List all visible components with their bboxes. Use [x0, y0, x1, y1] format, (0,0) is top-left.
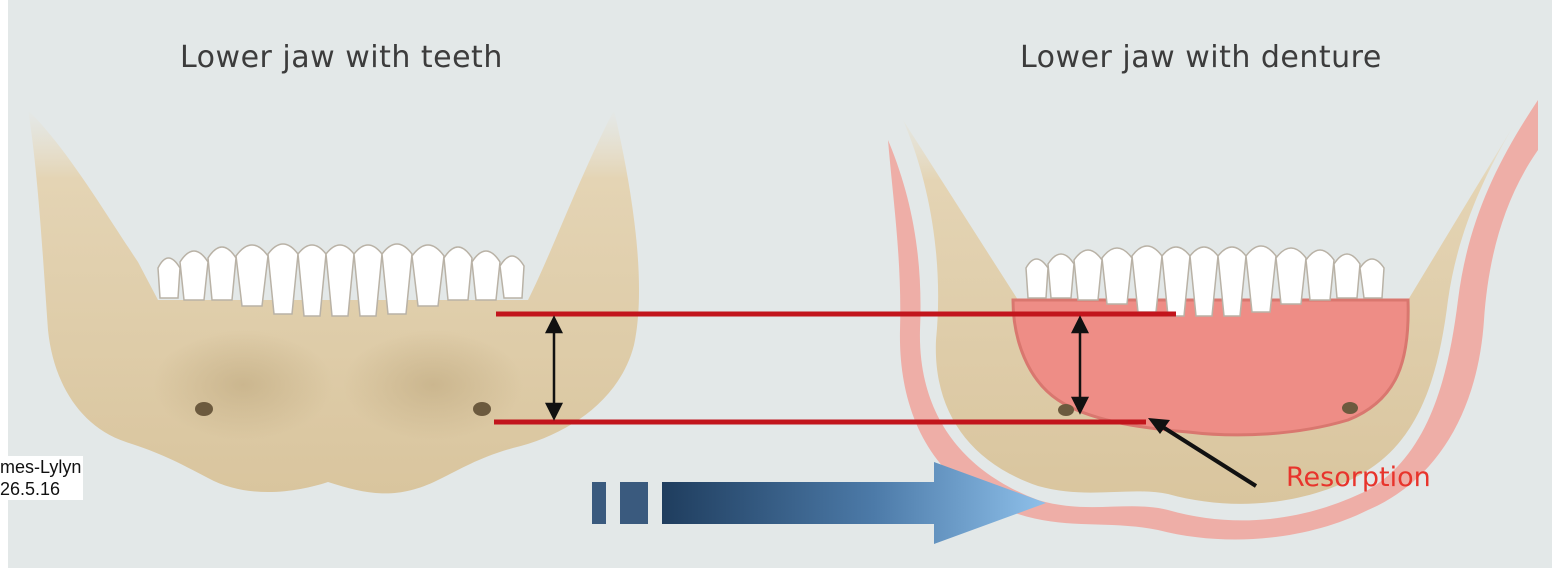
diagram-stage: Lower jaw with teeth Lower jaw with dent… [8, 0, 1552, 568]
lower-jaw-with-teeth [28, 110, 639, 493]
left-mental-foramen [195, 402, 213, 416]
denture-right-foramen [1342, 402, 1358, 414]
left-jaw-title: Lower jaw with teeth [180, 40, 503, 75]
credit-line-2: 26.5.16 [0, 478, 81, 500]
denture-left-foramen [1058, 404, 1074, 416]
resorption-label: Resorption [1286, 462, 1431, 493]
right-mental-foramen [473, 402, 491, 416]
right-jaw-title: Lower jaw with denture [1020, 40, 1382, 75]
credit-line-1: mes-Lylyn [0, 456, 81, 478]
credit-text: mes-Lylyn 26.5.16 [0, 456, 83, 500]
lower-jaw-with-denture [888, 100, 1538, 540]
